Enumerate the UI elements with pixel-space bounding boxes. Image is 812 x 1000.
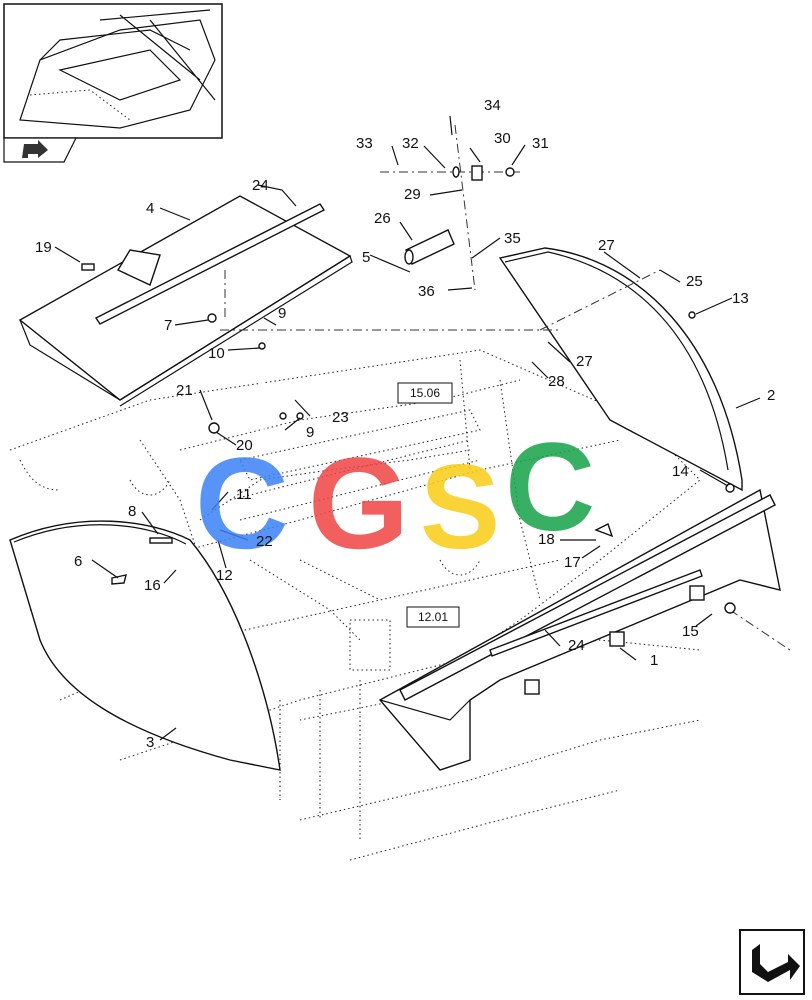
callout-8: 8 [128,503,136,520]
inset-thumbnail[interactable] [3,3,223,139]
callout-28: 28 [548,373,565,390]
leader-lines [54,144,761,741]
callout-6: 6 [74,553,82,570]
callout-36: 36 [418,283,435,300]
callout-32: 32 [402,135,419,152]
callout-29: 29 [404,186,421,203]
callout-31: 31 [532,135,549,152]
callout-19: 19 [35,239,52,256]
callout-33: 33 [356,135,373,152]
callout-26: 26 [374,210,391,227]
ref-box-upper[interactable]: 15.06 [397,382,453,404]
callout-5: 5 [362,249,370,266]
side-panel-right[interactable] [498,247,743,492]
callout-13: 13 [732,290,749,307]
hardware-items [81,115,736,614]
assembly-lines [220,124,791,651]
watermark-letter: S [420,440,500,574]
ref-box-lower[interactable]: 12.01 [406,606,460,628]
callout-1: 1 [650,652,658,669]
support-rod[interactable] [260,173,613,441]
callout-11: 11 [236,486,252,503]
callout-23: 23 [332,409,349,426]
callout-16: 16 [144,577,161,594]
callout-9-lower: 9 [306,424,314,441]
ref-box-lower-label: 12.01 [418,610,448,624]
watermark-letter: G [308,430,409,576]
ref-box-upper-label: 15.06 [410,386,440,400]
roller-cylinder[interactable] [404,229,455,265]
callout-35: 35 [504,230,521,247]
watermark-letter: C [195,430,289,576]
callout-30: 30 [494,130,511,147]
nav-next-button[interactable] [739,929,805,995]
callout-2: 2 [767,387,775,404]
callout-25: 25 [686,273,703,290]
arrow-icon [752,944,800,982]
callout-24-upper: 24 [252,177,269,194]
callout-12: 12 [216,567,233,584]
callout-18: 18 [538,531,555,548]
shield-top-left[interactable] [18,195,353,407]
watermark-letter: C [505,418,595,557]
callout-7: 7 [164,317,172,334]
callout-4: 4 [146,200,154,217]
watermark: C G S C [195,418,595,576]
callout-3: 3 [146,734,154,751]
callout-24-lower: 24 [568,637,585,654]
callout-15: 15 [682,623,699,640]
callout-21: 21 [176,382,193,399]
callout-9-upper: 9 [278,305,286,322]
arrow-icon [22,140,48,158]
callout-10: 10 [208,345,225,362]
callout-14: 14 [672,463,689,480]
callout-27-upper: 27 [598,237,615,254]
callout-20: 20 [236,437,253,454]
callout-34: 34 [484,97,501,114]
callout-labels: 1 2 3 4 5 6 7 8 9 9 10 11 12 13 14 15 16… [35,97,775,751]
callout-17: 17 [564,554,581,571]
cover-right[interactable] [378,488,781,771]
inset-nav-tab[interactable] [3,137,77,163]
callout-27-lower: 27 [576,353,593,370]
callout-22: 22 [256,533,273,550]
